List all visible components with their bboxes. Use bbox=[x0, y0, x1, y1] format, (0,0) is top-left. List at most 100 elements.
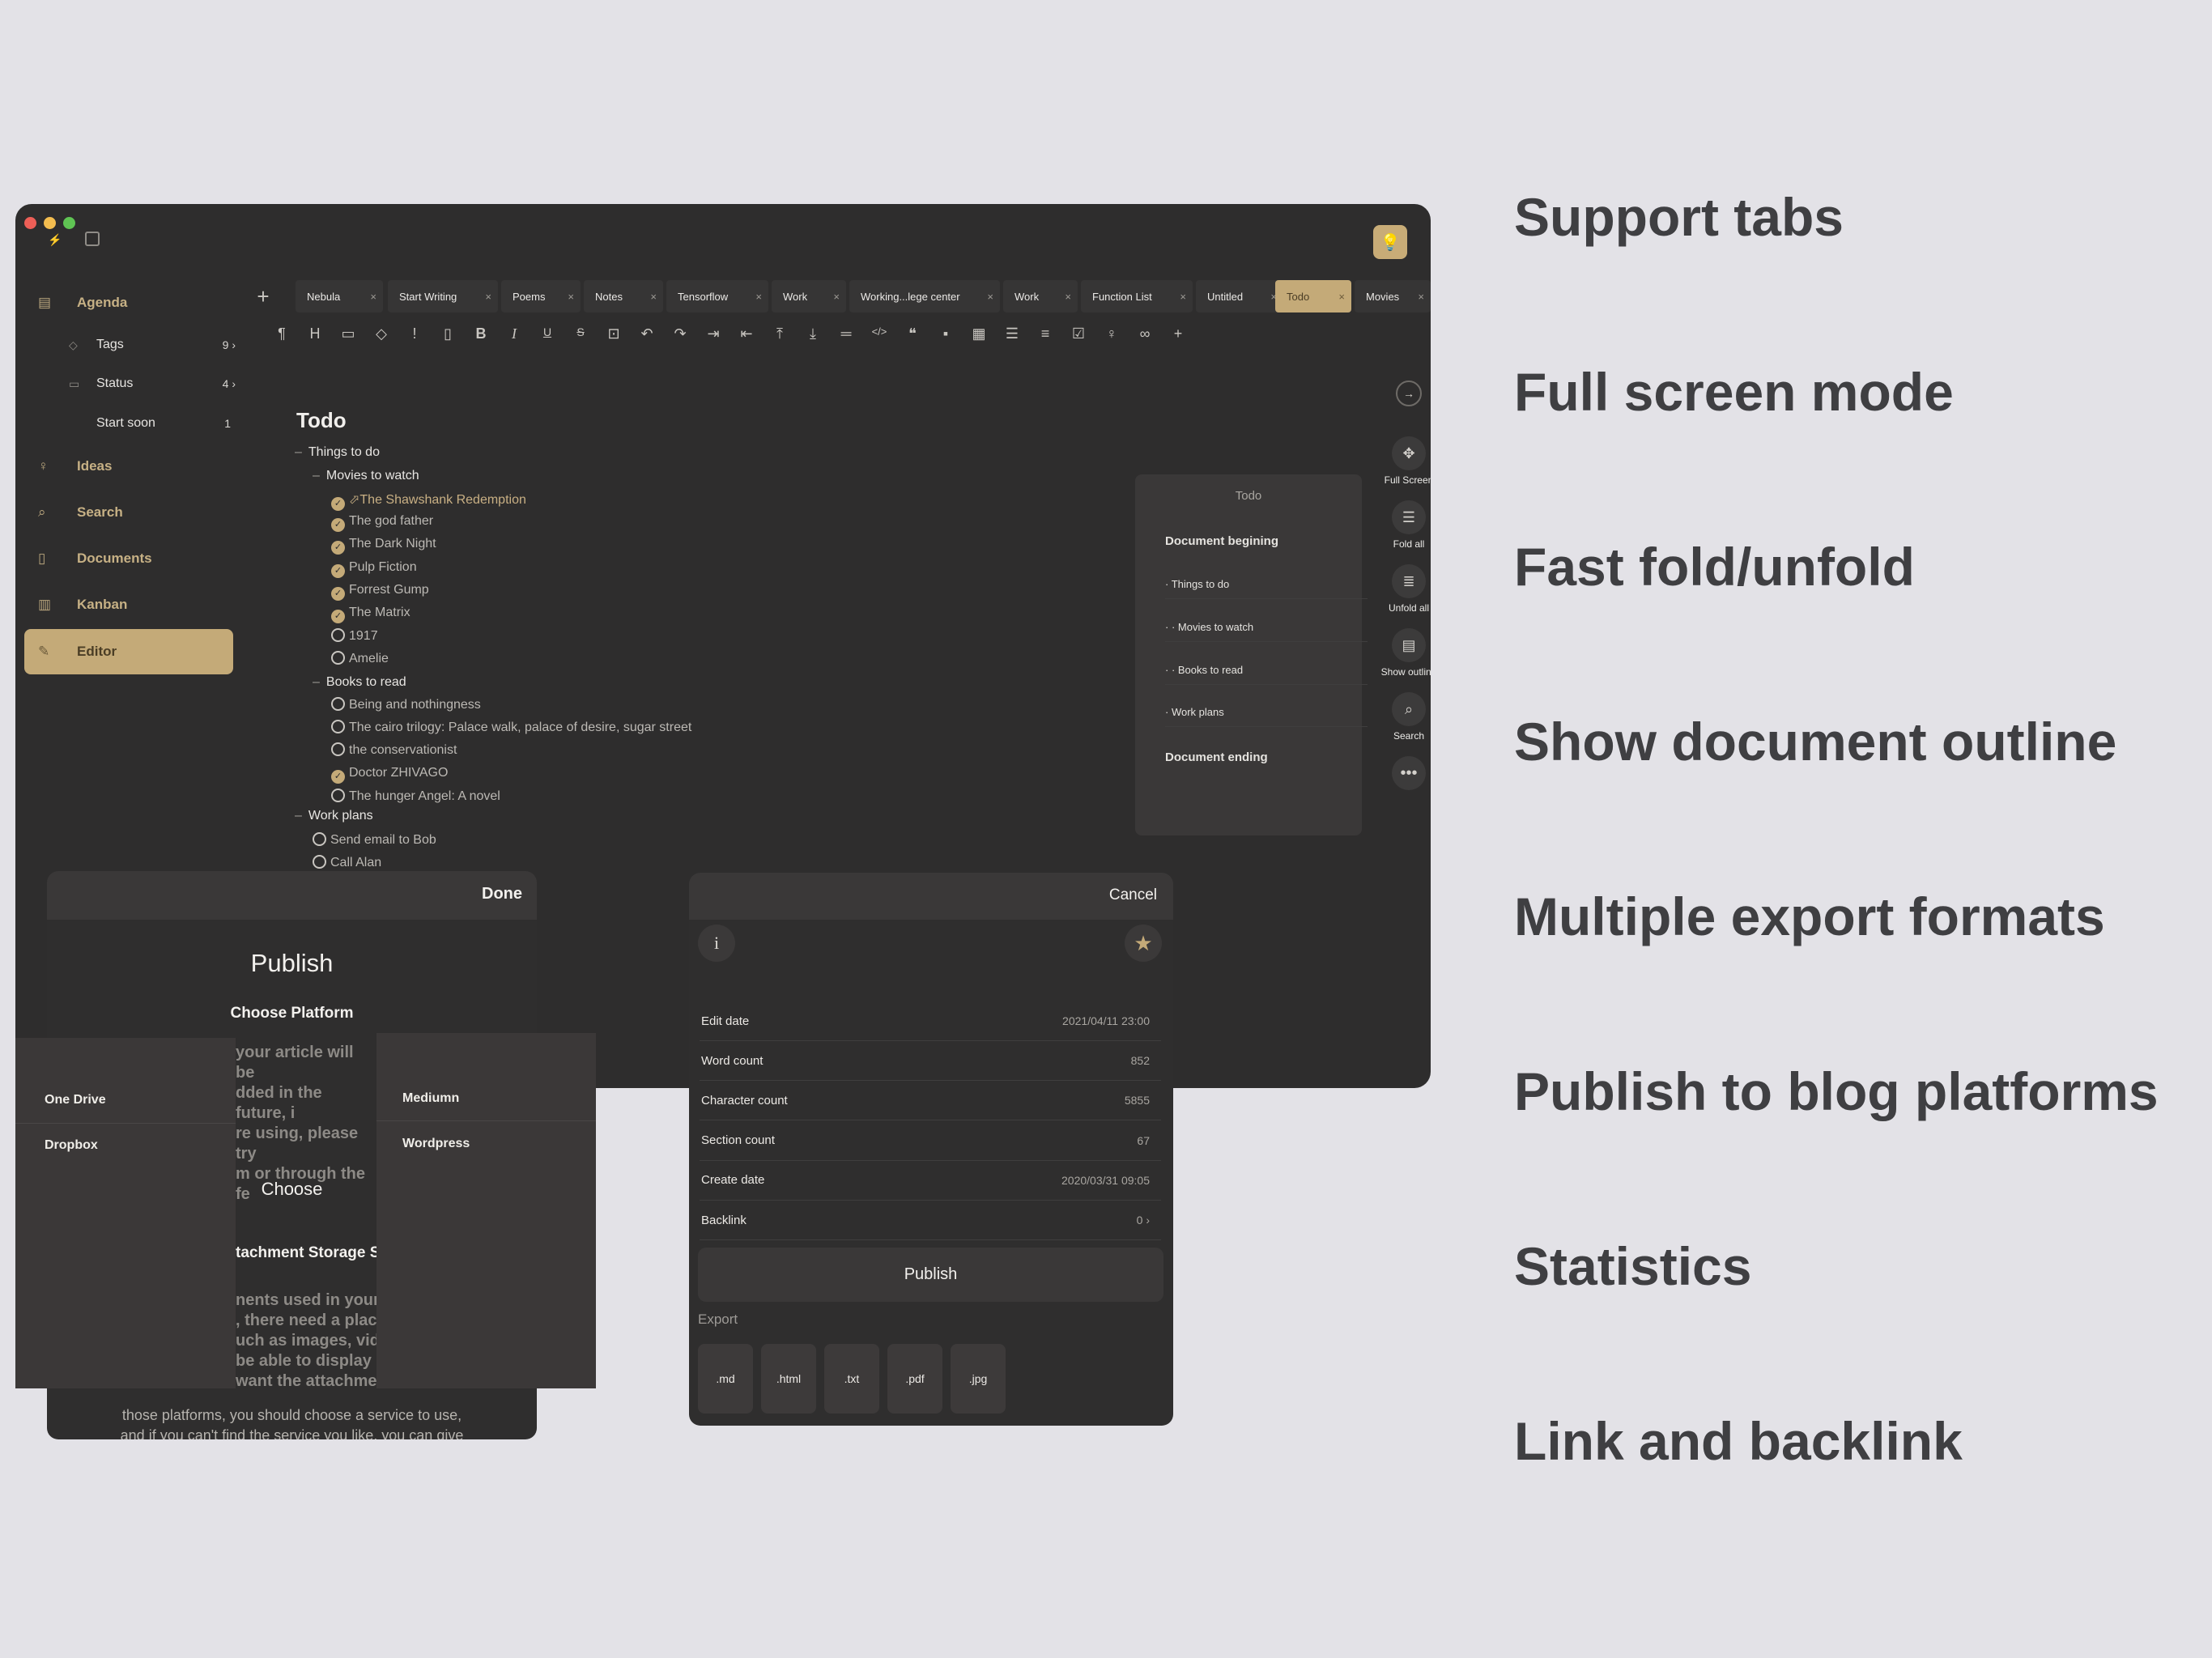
undo-icon[interactable]: ↶ bbox=[640, 325, 653, 342]
checkbox[interactable] bbox=[331, 628, 345, 643]
outline-item[interactable]: · · Movies to watch bbox=[1165, 621, 1368, 642]
close-icon[interactable]: × bbox=[1270, 290, 1277, 303]
strikethrough-icon[interactable]: S bbox=[576, 325, 585, 338]
close-icon[interactable]: × bbox=[1418, 290, 1424, 303]
move-down-icon[interactable]: ⤓ bbox=[810, 325, 816, 342]
sidebar-item-start-soon[interactable]: Start soon 1 bbox=[96, 416, 231, 430]
tab-nebula[interactable]: Nebula× bbox=[296, 280, 383, 312]
unfold-all-icon[interactable]: ≣ bbox=[1392, 564, 1426, 598]
heading-books-to-read[interactable]: –Books to read bbox=[313, 675, 406, 689]
tab-notes[interactable]: Notes× bbox=[584, 280, 663, 312]
option-wordpress[interactable]: Wordpress bbox=[402, 1137, 470, 1150]
list-item[interactable]: the conservationist bbox=[331, 742, 457, 758]
option-medium[interactable]: Mediumn bbox=[402, 1091, 460, 1105]
book-icon[interactable]: ▯ bbox=[444, 325, 452, 342]
checkbox[interactable]: ✓ bbox=[331, 610, 345, 623]
sidebar-item-kanban[interactable]: ▥ Kanban bbox=[38, 597, 128, 612]
bold-icon[interactable]: B bbox=[475, 325, 487, 342]
tab-untitled[interactable]: Untitled× bbox=[1196, 280, 1283, 312]
bullet-list-icon[interactable]: ☰ bbox=[1005, 325, 1019, 342]
checklist-icon[interactable]: ☑ bbox=[1071, 325, 1086, 342]
list-item[interactable]: 1917 bbox=[331, 628, 378, 644]
sidebar-item-agenda[interactable]: ▤ Agenda bbox=[38, 295, 128, 310]
export-format-button[interactable]: .html bbox=[761, 1344, 816, 1414]
outline-item[interactable]: · · Books to read bbox=[1165, 664, 1368, 685]
indent-icon[interactable]: ⇥ bbox=[707, 325, 720, 342]
checkbox[interactable] bbox=[331, 742, 345, 757]
code-icon[interactable]: </> bbox=[871, 325, 887, 338]
list-item[interactable]: ✓The Matrix bbox=[331, 606, 410, 623]
tab-tensorflow[interactable]: Tensorflow× bbox=[666, 280, 768, 312]
close-icon[interactable]: × bbox=[1180, 290, 1186, 303]
export-format-button[interactable]: .pdf bbox=[887, 1344, 942, 1414]
list-item[interactable]: The cairo trilogy: Palace walk, palace o… bbox=[331, 720, 691, 735]
cancel-button[interactable]: Cancel bbox=[1108, 886, 1157, 903]
tab-todo[interactable]: Todo× bbox=[1275, 280, 1351, 312]
close-icon[interactable]: × bbox=[833, 290, 840, 303]
checkbox[interactable]: ✓ bbox=[331, 563, 345, 578]
publish-button[interactable]: Publish bbox=[698, 1248, 1163, 1302]
checkbox[interactable]: ✓ bbox=[331, 541, 345, 555]
close-icon[interactable]: × bbox=[755, 290, 762, 303]
outline-item[interactable]: · Work plans bbox=[1165, 706, 1368, 727]
list-item[interactable]: ✓Doctor ZHIVAGO bbox=[331, 766, 448, 784]
option-one-drive[interactable]: One Drive bbox=[45, 1093, 106, 1107]
done-button[interactable]: Done bbox=[482, 885, 522, 903]
close-icon[interactable]: × bbox=[1065, 290, 1071, 303]
outline-item-begin[interactable]: Document begining bbox=[1165, 534, 1278, 548]
checkbox[interactable] bbox=[331, 720, 345, 734]
list-item[interactable]: Call Alan bbox=[313, 855, 381, 870]
checkbox[interactable] bbox=[331, 788, 345, 802]
tab-function-list[interactable]: Function List× bbox=[1081, 280, 1193, 312]
list-item[interactable]: Send email to Bob bbox=[313, 832, 436, 848]
close-icon[interactable]: × bbox=[650, 290, 657, 303]
option-dropbox[interactable]: Dropbox bbox=[45, 1138, 98, 1152]
quote-icon[interactable]: ❝ bbox=[908, 325, 917, 342]
tab-work[interactable]: Work× bbox=[772, 280, 846, 312]
add-icon[interactable]: + bbox=[1173, 325, 1183, 342]
list-item[interactable]: ✓Forrest Gump bbox=[331, 583, 429, 601]
outdent-icon[interactable]: ⇤ bbox=[740, 325, 753, 342]
export-format-button[interactable]: .jpg bbox=[951, 1344, 1006, 1414]
redo-icon[interactable]: ↷ bbox=[674, 325, 687, 342]
sidebar-toggle-icon[interactable] bbox=[85, 232, 100, 246]
sidebar-item-editor[interactable]: ✎ Editor bbox=[24, 629, 233, 674]
pin-icon[interactable]: ⚡ bbox=[48, 233, 62, 246]
list-item[interactable]: Amelie bbox=[331, 651, 389, 666]
sidebar-item-status[interactable]: ▭ Status 4 › bbox=[69, 376, 236, 390]
fold-all-icon[interactable]: ☰ bbox=[1392, 500, 1426, 534]
tag-icon[interactable]: ◇ bbox=[376, 325, 387, 342]
minimize-window-button[interactable] bbox=[44, 217, 56, 229]
list-item[interactable]: ✓⬀The Shawshank Redemption bbox=[331, 491, 526, 511]
close-icon[interactable]: × bbox=[987, 290, 993, 303]
heading-movies-to-watch[interactable]: –Movies to watch bbox=[313, 469, 419, 483]
numbered-list-icon[interactable]: ≡ bbox=[1040, 325, 1050, 342]
tab-working-knowledge-center[interactable]: Working...lege center× bbox=[849, 280, 1000, 312]
list-item[interactable]: ✓The Dark Night bbox=[331, 537, 436, 555]
outline-item-end[interactable]: Document ending bbox=[1165, 750, 1268, 764]
star-icon[interactable]: ★ bbox=[1125, 925, 1162, 962]
full-screen-icon[interactable]: ✥ bbox=[1392, 436, 1426, 470]
info-icon[interactable]: i bbox=[698, 925, 735, 962]
separator-icon[interactable]: ═ bbox=[840, 325, 852, 342]
checkbox[interactable] bbox=[331, 651, 345, 665]
close-icon[interactable]: × bbox=[568, 290, 574, 303]
checkbox[interactable]: ✓ bbox=[331, 518, 345, 533]
underline-icon[interactable]: U bbox=[542, 325, 552, 338]
lightbulb-icon[interactable]: 💡 bbox=[1373, 225, 1407, 259]
search-icon[interactable]: ⌕ bbox=[1392, 692, 1426, 726]
sidebar-item-documents[interactable]: ▯ Documents bbox=[38, 551, 152, 566]
close-icon[interactable]: × bbox=[485, 290, 491, 303]
show-outline-icon[interactable]: ▤ bbox=[1392, 628, 1426, 662]
idea-icon[interactable]: ♀ bbox=[1106, 325, 1117, 342]
close-icon[interactable]: × bbox=[1338, 290, 1345, 303]
checkbox[interactable] bbox=[331, 697, 345, 711]
tab-movies[interactable]: Movies× bbox=[1355, 280, 1431, 312]
link-icon[interactable]: ∞ bbox=[1139, 325, 1151, 342]
more-icon[interactable]: ••• bbox=[1392, 756, 1426, 790]
export-format-button[interactable]: .txt bbox=[824, 1344, 879, 1414]
checkbox[interactable] bbox=[313, 855, 326, 869]
list-item[interactable]: ✓Pulp Fiction bbox=[331, 560, 417, 578]
image-icon[interactable]: ▪ bbox=[942, 325, 949, 342]
